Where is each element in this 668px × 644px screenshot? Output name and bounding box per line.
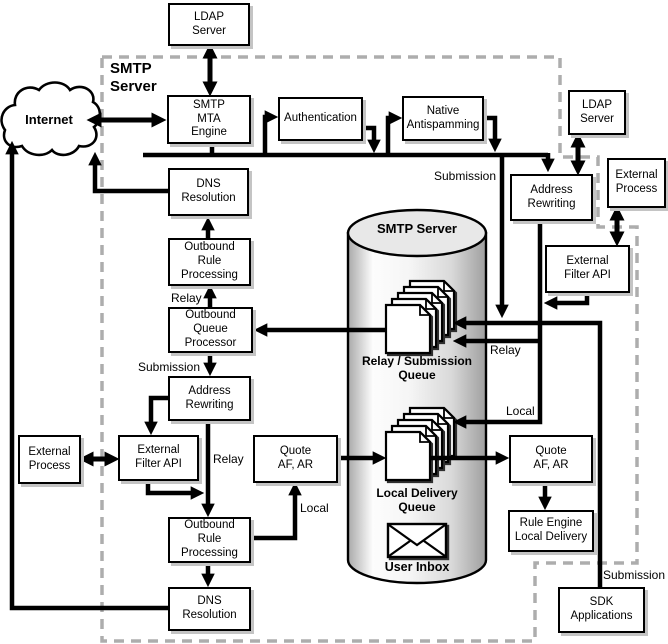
arrow-sdk-submission (452, 316, 603, 587)
box-external-process-left: External Process (18, 435, 81, 484)
internet-label: Internet (25, 112, 73, 127)
arrow-dns-bottom-to-internet (5, 140, 168, 611)
internet-cloud-icon (0, 81, 102, 157)
arrow-addr-rewrite-right-local-drop (452, 220, 543, 429)
box-dns-resolution-bottom: DNS Resolution (168, 587, 251, 631)
box-external-process-right: External Process (607, 158, 666, 208)
arrow-ext-filter-right-merge (543, 293, 590, 310)
relay-submission-queue-icon (384, 279, 456, 355)
box-outbound-rule-processing-bottom: Outbound Rule Processing (168, 517, 251, 563)
local-queue-label: Local Delivery Queue (376, 486, 458, 515)
relay-queue-label: Relay / Submission Queue (361, 354, 473, 383)
box-quote-af-ar-center: Quote AF, AR (253, 435, 338, 483)
box-external-filter-api-left: External Filter API (118, 435, 199, 481)
datastore-title: SMTP Server (377, 221, 457, 236)
box-quote-af-ar-right: Quote AF, AR (509, 435, 593, 483)
arrow-orp-bottom-to-quote-local (250, 481, 302, 541)
box-outbound-queue-processor: Outbound Queue Processor (168, 307, 253, 353)
smtp-server-boundary (100, 55, 639, 643)
box-dns-resolution-top: DNS Resolution (168, 168, 249, 216)
arrow-ext-filter-left-merge (145, 481, 205, 500)
edge-label-relay-left-upper: Relay (171, 291, 202, 305)
box-authentication: Authentication (278, 97, 363, 141)
box-address-rewriting-left: Address Rewriting (168, 376, 251, 421)
diagram-connectors (5, 43, 625, 611)
edge-label-relay-left-lower: Relay (213, 452, 244, 466)
edge-label-submission-left: Submission (137, 360, 200, 374)
smtp-server-region-label: SMTP Server (110, 60, 157, 95)
box-ldap-server-right: LDAP Server (568, 90, 626, 135)
arrow-bus-to-authentication (262, 110, 279, 155)
edge-label-submission-bottom-right: Submission (603, 568, 666, 582)
arrow-native-antispamming-to-bus (483, 115, 502, 153)
box-smtp-mta-engine: SMTP MTA Engine (167, 95, 251, 144)
user-inbox-label: User Inbox (384, 560, 450, 574)
arrow-addr-rewrite-to-ext-filter-left (144, 395, 168, 436)
box-ldap-server-top: LDAP Server (168, 3, 250, 46)
edge-label-local-center: Local (300, 501, 329, 515)
user-inbox-icon (386, 522, 448, 559)
edge-label-relay-mid: Relay (490, 343, 521, 357)
box-sdk-applications: SDK Applications (558, 587, 645, 633)
arrow-dns-top-to-internet (88, 151, 168, 194)
box-native-antispamming: Native Antispamming (402, 96, 484, 141)
box-external-filter-api-right: External Filter API (545, 245, 630, 293)
box-address-rewriting-right: Address Rewriting (510, 174, 593, 221)
arrow-bus-to-native-antispamming (385, 111, 403, 155)
edge-label-local-mid: Local (506, 404, 535, 418)
box-rule-engine-local-delivery: Rule Engine Local Delivery (508, 510, 594, 552)
edge-label-submission-top: Submission (433, 169, 496, 183)
box-outbound-rule-processing-top: Outbound Rule Processing (168, 238, 251, 286)
arrow-authentication-to-bus (362, 125, 381, 154)
